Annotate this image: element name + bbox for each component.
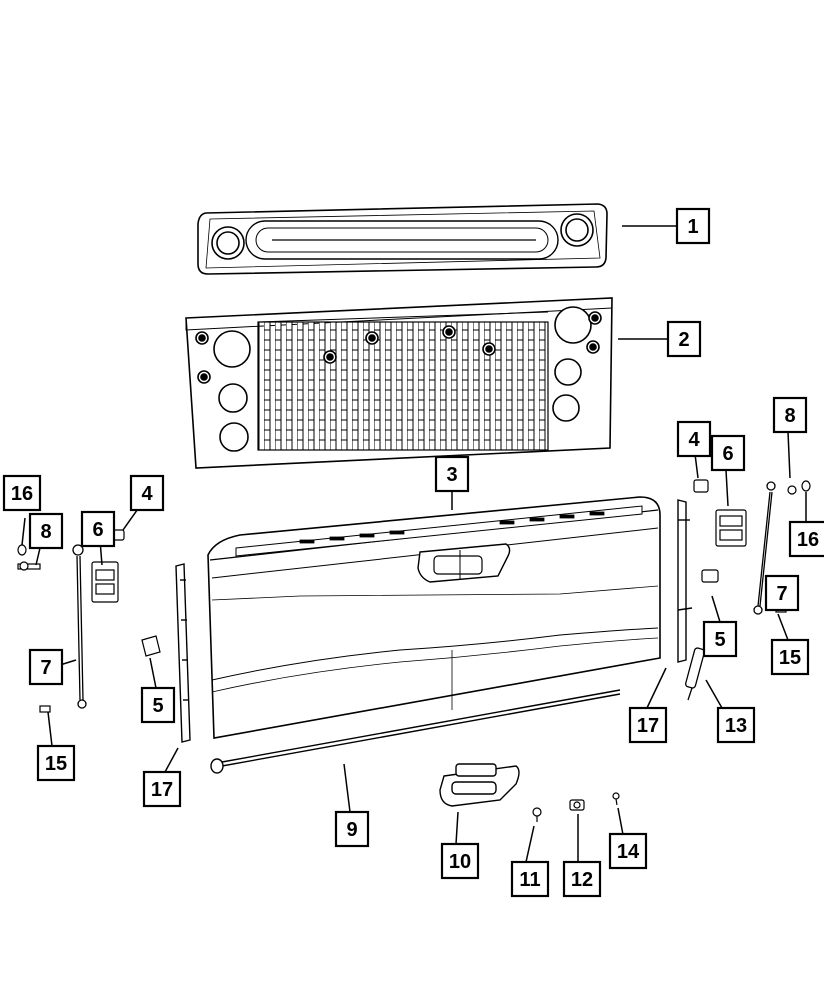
callout-box [434, 455, 470, 493]
callout-5: 5 [140, 686, 176, 724]
side-seal-left-part [175, 563, 191, 743]
callout-17: 17 [628, 706, 668, 744]
callout-number: 15 [45, 753, 67, 775]
callout-16: 16 [788, 520, 824, 558]
inner-panel-part [185, 297, 613, 469]
callout-box [676, 420, 712, 458]
callout-box [666, 320, 702, 358]
callout-box [80, 510, 116, 548]
callout-5: 5 [702, 620, 738, 658]
latch-right-part [693, 479, 747, 583]
callout-6: 6 [80, 510, 116, 548]
callout-box [770, 638, 810, 676]
callout-box [140, 686, 176, 724]
callout-number: 15 [779, 647, 801, 669]
bolt-left-part [17, 544, 51, 713]
callout-16: 16 [2, 474, 42, 512]
callout-8: 8 [28, 512, 64, 550]
callout-number: 4 [141, 483, 153, 505]
callout-15: 15 [36, 744, 76, 782]
callout-14: 14 [608, 832, 648, 870]
callout-box [142, 770, 182, 808]
callout-box [28, 512, 64, 550]
callout-number: 11 [519, 869, 540, 891]
callout-number: 17 [151, 779, 173, 801]
callout-number: 16 [11, 483, 33, 505]
cable-right-part [753, 481, 776, 615]
callout-box [129, 474, 165, 512]
callout-box [608, 832, 648, 870]
callout-1: 1 [675, 207, 711, 245]
callout-13: 13 [716, 706, 756, 744]
callout-number: 1 [687, 216, 698, 238]
callout-number: 10 [449, 851, 471, 873]
callout-17: 17 [142, 770, 182, 808]
callout-10: 10 [440, 842, 480, 880]
callout-box [764, 574, 800, 612]
strut-part [685, 647, 705, 701]
callout-7: 7 [28, 648, 64, 686]
callout-number: 9 [346, 819, 357, 841]
callout-box [628, 706, 668, 744]
clip-left-part [141, 635, 161, 657]
callout-box [28, 648, 64, 686]
callout-number: 14 [617, 841, 640, 863]
small-fasteners-part [532, 792, 620, 822]
callout-number: 4 [688, 429, 700, 451]
callout-box [2, 474, 42, 512]
callout-11: 11 [510, 860, 550, 898]
callout-number: 6 [92, 519, 103, 541]
callout-12: 12 [562, 860, 602, 898]
side-seal-right-part [677, 499, 693, 663]
callout-4: 4 [676, 420, 712, 458]
callout-number: 3 [446, 464, 457, 486]
handle-part [439, 763, 520, 807]
callout-number: 17 [637, 715, 659, 737]
callout-number: 8 [40, 521, 51, 543]
callout-6: 6 [710, 434, 746, 472]
callout-3: 3 [434, 455, 470, 493]
callout-8: 8 [772, 396, 808, 434]
callout-number: 7 [40, 657, 51, 679]
callout-box [334, 810, 370, 848]
callout-box [36, 744, 76, 782]
callout-box [510, 860, 550, 898]
callout-box [440, 842, 480, 880]
callout-box [772, 396, 808, 434]
callout-number: 2 [678, 329, 689, 351]
callout-number: 5 [152, 695, 163, 717]
cable-left-part [72, 544, 87, 709]
callout-box [788, 520, 824, 558]
callout-15: 15 [770, 638, 810, 676]
callout-7: 7 [764, 574, 800, 612]
top-cap-part [197, 203, 608, 275]
release-rod-part [210, 689, 621, 774]
callout-9: 9 [334, 810, 370, 848]
callout-number: 6 [722, 443, 733, 465]
callout-number: 5 [714, 629, 725, 651]
callout-box [702, 620, 738, 658]
callout-box [675, 207, 711, 245]
callout-box [710, 434, 746, 472]
callout-number: 16 [797, 529, 819, 551]
callout-box [716, 706, 756, 744]
callout-number: 8 [784, 405, 795, 427]
callout-4: 4 [129, 474, 165, 512]
callout-2: 2 [666, 320, 702, 358]
callout-number: 7 [776, 583, 787, 605]
callout-number: 13 [725, 715, 747, 737]
callout-box [562, 860, 602, 898]
tailgate-shell-part [207, 496, 661, 739]
callout-number: 12 [571, 869, 593, 891]
